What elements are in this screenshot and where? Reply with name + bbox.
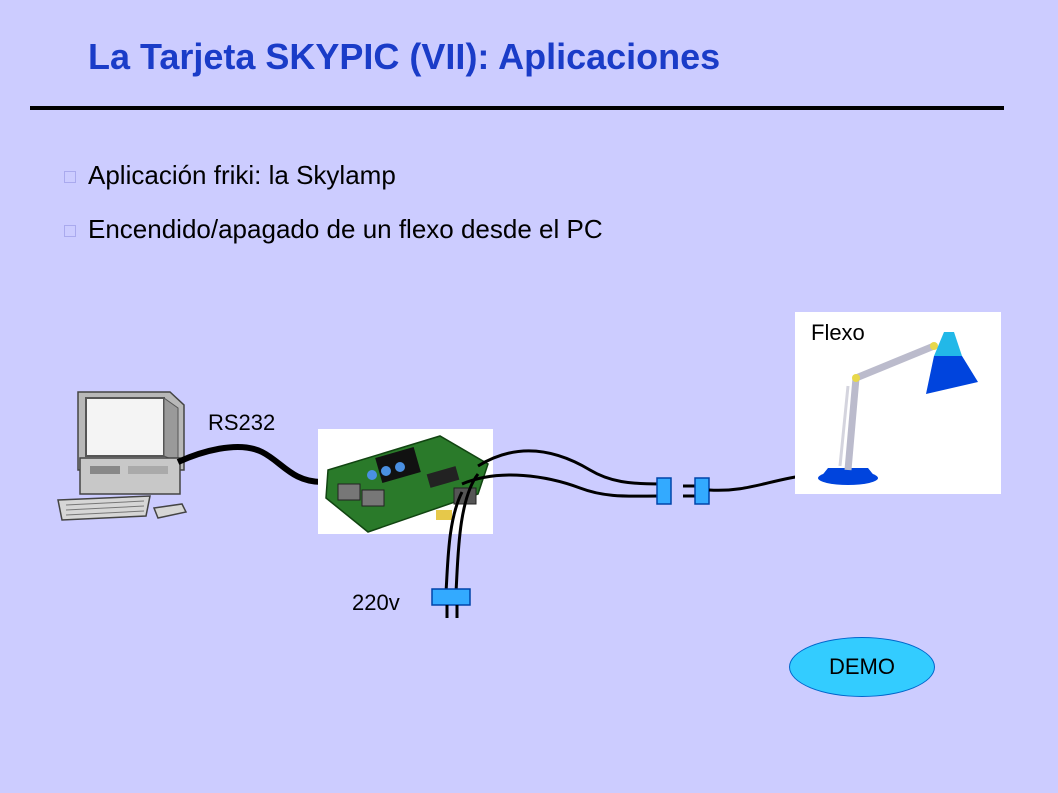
bullet-marker-icon xyxy=(64,171,76,184)
desk-lamp-icon xyxy=(795,312,1001,494)
rs232-label: RS232 xyxy=(208,410,276,435)
bullet-item: Aplicación friki: la Skylamp xyxy=(64,160,396,191)
slide-title: La Tarjeta SKYPIC (VII): Aplicaciones xyxy=(88,36,721,77)
skypic-board-icon xyxy=(318,429,493,534)
rs232-cable xyxy=(176,443,323,485)
bullet-text: Encendido/apagado de un flexo desde el P… xyxy=(88,214,603,244)
power-220v-label: 220v xyxy=(352,590,400,615)
pc-computer-icon xyxy=(57,391,188,521)
bullet-marker-icon xyxy=(64,225,76,238)
plug-connector-icon xyxy=(656,477,710,505)
demo-button[interactable]: DEMO xyxy=(789,637,935,697)
bullet-text: Aplicación friki: la Skylamp xyxy=(88,160,396,190)
title-divider xyxy=(30,106,1004,110)
lamp-label: Flexo xyxy=(811,320,865,345)
power-plug-icon xyxy=(431,588,471,618)
bullet-item: Encendido/apagado de un flexo desde el P… xyxy=(64,214,603,245)
